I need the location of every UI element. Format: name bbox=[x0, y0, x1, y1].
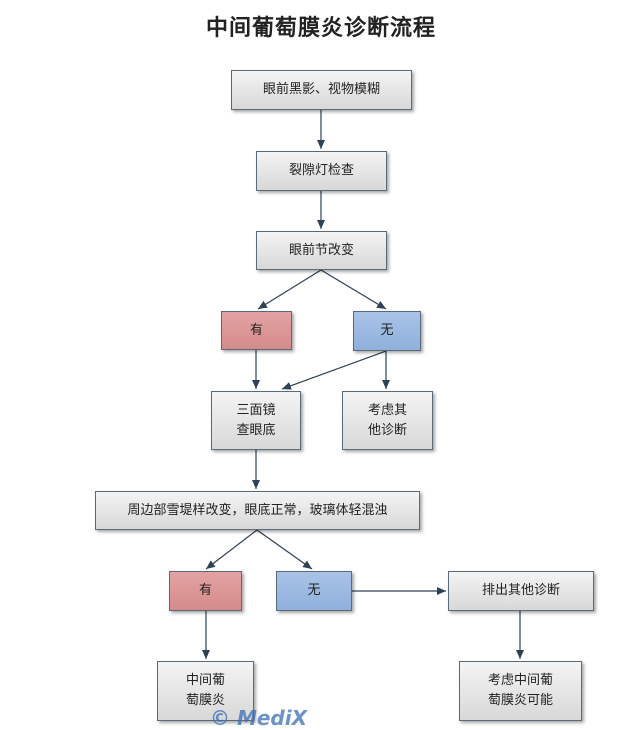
node-consider-other-diagnosis: 考虑其 他诊断 bbox=[342, 391, 433, 450]
edge-no-threemirror bbox=[281, 350, 387, 390]
node-peripheral-findings: 周边部雪堤样改变，眼底正常，玻璃体轻混浊 bbox=[95, 491, 420, 530]
page-title: 中间葡萄膜炎诊断流程 bbox=[205, 16, 436, 41]
edge-findings-yes bbox=[205, 529, 258, 570]
node-anterior-segment-change: 眼前节改变 bbox=[256, 231, 387, 270]
node-symptoms: 眼前黑影、视物模糊 bbox=[231, 70, 412, 110]
node-anterior-no: 无 bbox=[353, 311, 421, 351]
node-three-mirror-fundus: 三面镜 查眼底 bbox=[211, 391, 301, 450]
node-diagnosis-intermediate-uveitis: 中间葡 萄膜炎 bbox=[157, 661, 254, 721]
node-slit-lamp-exam: 裂隙灯检查 bbox=[256, 151, 387, 191]
node-exclude-other-diagnosis: 排出其他诊断 bbox=[448, 571, 594, 611]
watermark: © MediX bbox=[210, 706, 308, 730]
node-findings-yes: 有 bbox=[169, 571, 242, 611]
node-findings-no: 无 bbox=[276, 571, 352, 611]
node-consider-intermediate-uveitis: 考虑中间葡 萄膜炎可能 bbox=[459, 661, 582, 721]
edge-anterior-no bbox=[320, 269, 387, 310]
node-anterior-yes: 有 bbox=[221, 311, 292, 350]
edge-anterior-yes bbox=[257, 269, 322, 310]
edge-findings-no bbox=[256, 529, 313, 570]
